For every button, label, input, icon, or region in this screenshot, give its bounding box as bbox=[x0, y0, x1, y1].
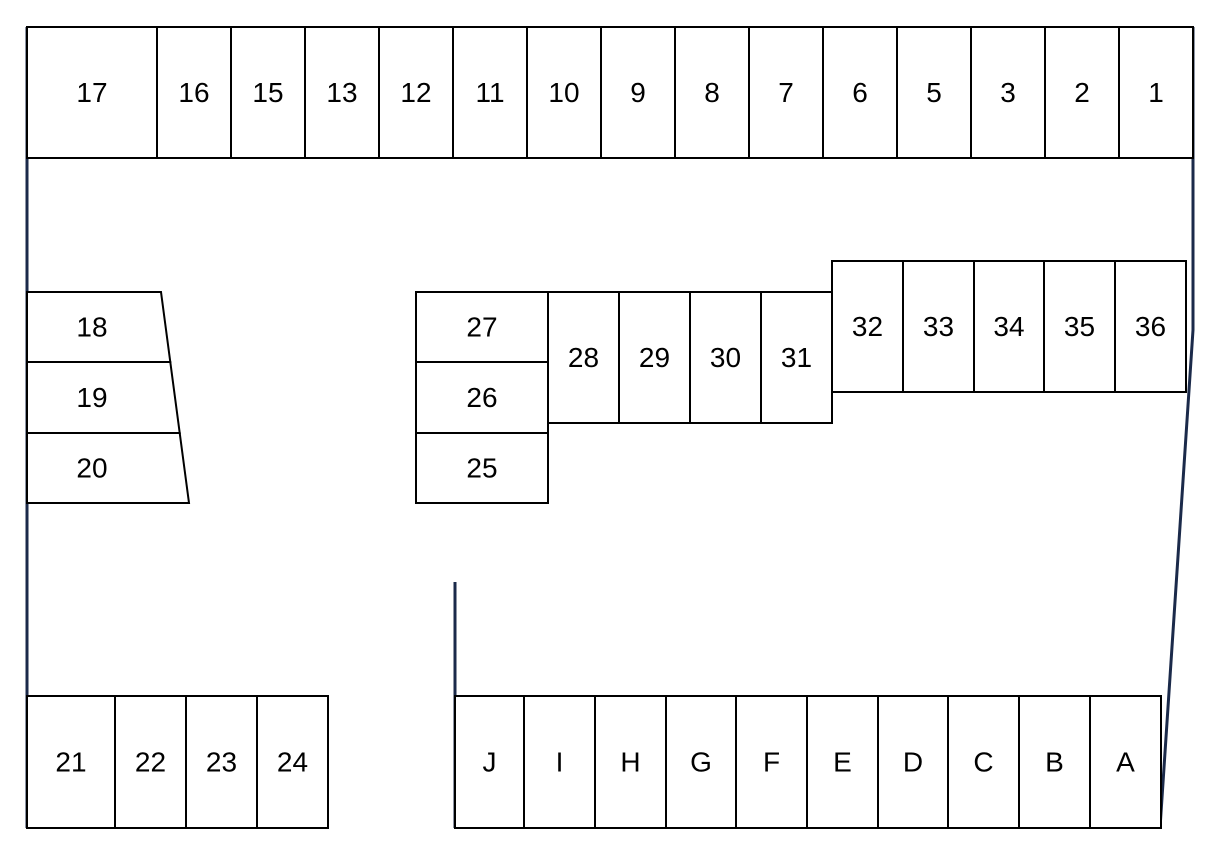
space-label: B bbox=[1045, 747, 1064, 778]
space-label: 27 bbox=[466, 312, 497, 343]
parking-space-20: 20 bbox=[26, 432, 191, 504]
space-label: 15 bbox=[252, 77, 283, 108]
parking-space-25: 25 bbox=[415, 432, 549, 504]
parking-space-h: H bbox=[594, 695, 667, 829]
parking-space-17: 17 bbox=[26, 26, 158, 159]
parking-space-21: 21 bbox=[26, 695, 116, 829]
space-label: 16 bbox=[178, 77, 209, 108]
parking-space-30: 30 bbox=[689, 291, 762, 424]
space-label: F bbox=[763, 747, 780, 778]
parking-space-1: 1 bbox=[1118, 26, 1194, 159]
space-label: 18 bbox=[76, 312, 107, 343]
space-label: 25 bbox=[466, 453, 497, 484]
parking-space-12: 12 bbox=[378, 26, 454, 159]
parking-space-g: G bbox=[665, 695, 737, 829]
space-label: 36 bbox=[1135, 311, 1166, 342]
parking-space-5: 5 bbox=[896, 26, 972, 159]
parking-space-e: E bbox=[806, 695, 879, 829]
space-label: 21 bbox=[55, 747, 86, 778]
space-label: H bbox=[620, 747, 640, 778]
space-label: 32 bbox=[852, 311, 883, 342]
space-label: 1 bbox=[1148, 77, 1164, 108]
parking-space-f: F bbox=[735, 695, 808, 829]
parking-space-19: 19 bbox=[26, 361, 181, 434]
space-outline bbox=[1118, 26, 1194, 159]
parking-space-34: 34 bbox=[973, 260, 1045, 393]
space-label: 12 bbox=[400, 77, 431, 108]
parking-space-31: 31 bbox=[760, 291, 833, 424]
space-label: I bbox=[556, 747, 564, 778]
space-label: 13 bbox=[326, 77, 357, 108]
space-label: E bbox=[833, 747, 852, 778]
parking-space-32: 32 bbox=[831, 260, 904, 393]
space-label: 26 bbox=[466, 382, 497, 413]
parking-space-d: D bbox=[877, 695, 949, 829]
space-label: 6 bbox=[852, 77, 868, 108]
space-label: J bbox=[483, 747, 497, 778]
parking-space-15: 15 bbox=[230, 26, 306, 159]
space-label: 10 bbox=[548, 77, 579, 108]
space-label: 34 bbox=[993, 311, 1024, 342]
space-outline bbox=[1089, 695, 1162, 829]
parking-space-26: 26 bbox=[415, 361, 549, 434]
space-label: 22 bbox=[135, 747, 166, 778]
parking-space-a: A bbox=[1089, 695, 1162, 829]
parking-space-9: 9 bbox=[600, 26, 676, 159]
parking-space-33: 33 bbox=[902, 260, 975, 393]
space-label: C bbox=[973, 747, 993, 778]
parking-space-28: 28 bbox=[547, 291, 620, 424]
space-label: 5 bbox=[926, 77, 942, 108]
space-label: 2 bbox=[1074, 77, 1090, 108]
space-label: 19 bbox=[76, 382, 107, 413]
space-label: 7 bbox=[778, 77, 794, 108]
space-label: D bbox=[903, 747, 923, 778]
parking-space-23: 23 bbox=[185, 695, 258, 829]
space-outline bbox=[26, 432, 191, 504]
parking-space-b: B bbox=[1018, 695, 1091, 829]
parking-space-3: 3 bbox=[970, 26, 1046, 159]
parking-space-6: 6 bbox=[822, 26, 898, 159]
space-label: 33 bbox=[923, 311, 954, 342]
space-label: 35 bbox=[1064, 311, 1095, 342]
parking-space-18: 18 bbox=[26, 291, 172, 363]
parking-space-c: C bbox=[947, 695, 1020, 829]
space-label: 29 bbox=[639, 342, 670, 373]
space-label: 11 bbox=[475, 77, 504, 108]
parking-space-27: 27 bbox=[415, 291, 549, 363]
space-label: 8 bbox=[704, 77, 720, 108]
parking-space-8: 8 bbox=[674, 26, 750, 159]
parking-space-2: 2 bbox=[1044, 26, 1120, 159]
parking-space-j: J bbox=[454, 695, 525, 829]
space-label: 31 bbox=[781, 342, 812, 373]
parking-space-10: 10 bbox=[526, 26, 602, 159]
parking-space-29: 29 bbox=[618, 291, 691, 424]
space-label: 30 bbox=[710, 342, 741, 373]
space-outline bbox=[760, 291, 833, 424]
space-outline bbox=[1114, 260, 1187, 393]
space-label: 3 bbox=[1000, 77, 1016, 108]
space-label: 23 bbox=[206, 747, 237, 778]
parking-space-22: 22 bbox=[114, 695, 187, 829]
parking-space-13: 13 bbox=[304, 26, 380, 159]
space-label: 17 bbox=[76, 77, 107, 108]
parking-space-35: 35 bbox=[1043, 260, 1116, 393]
parking-space-24: 24 bbox=[256, 695, 329, 829]
space-label: 28 bbox=[568, 342, 599, 373]
space-outline bbox=[256, 695, 329, 829]
parking-space-36: 36 bbox=[1114, 260, 1187, 393]
space-label: 24 bbox=[277, 747, 308, 778]
space-label: 20 bbox=[76, 453, 107, 484]
space-label: 9 bbox=[630, 77, 646, 108]
parking-space-16: 16 bbox=[156, 26, 232, 159]
parking-space-11: 11 bbox=[452, 26, 528, 159]
parking-space-i: I bbox=[523, 695, 596, 829]
space-outline bbox=[415, 432, 549, 504]
space-label: G bbox=[690, 747, 712, 778]
space-label: A bbox=[1116, 747, 1135, 778]
parking-space-7: 7 bbox=[748, 26, 824, 159]
